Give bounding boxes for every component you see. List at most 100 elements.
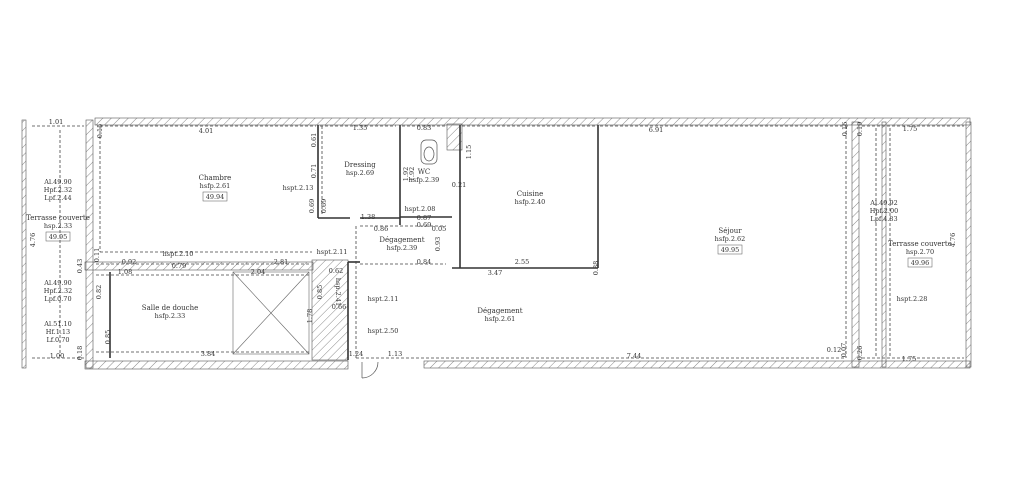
shower-tray (232, 271, 310, 355)
dimension-079: 0.79 (172, 262, 186, 270)
dimension-011: 0.11 (93, 248, 101, 262)
annotation-left-hpf2: Hpf.2.32 (44, 287, 73, 295)
annotation-left-al2: Al.49.90 (43, 279, 71, 287)
annotation-hspt-228: hspt.2.28 (897, 295, 928, 303)
interior-walls (109, 125, 599, 360)
entrance-door (361, 361, 379, 379)
exterior-walls (21, 117, 972, 370)
annotation-hspt-210: hspt.2.10 (163, 250, 194, 258)
dimension-021: 0.21 (452, 181, 466, 189)
room-terrasse-left-area: 49.95 (49, 233, 68, 241)
dimension-192a: 1.92 (402, 167, 410, 181)
room-terrasse-left-area-frame (45, 231, 71, 242)
annotation-left-al3: Al.51.10 (43, 320, 71, 328)
room-salle-de-douche-height: hsfp.2.33 (155, 312, 186, 320)
dimension-071: 0.71 (310, 164, 318, 178)
room-terrasse-left-height: hsp.2.33 (44, 222, 72, 230)
dimension-069c: 0.69 (417, 221, 431, 229)
room-wc-name: WC (418, 168, 431, 176)
room-sejour-name: Séjour (718, 227, 742, 235)
dimension-018: 0.18 (76, 346, 84, 360)
annotation-hspt-250: hspt.2.50 (368, 327, 399, 335)
dimension-092: 0.92 (122, 258, 136, 266)
dimension-088: 0.88 (592, 261, 600, 275)
dimension-108: 1.08 (118, 268, 132, 276)
toilet-icon (420, 139, 438, 165)
dimension-007: 0.07 (840, 343, 848, 357)
room-wc-height: hsfp.2.39 (409, 176, 440, 184)
dimension-691: 6.91 (649, 126, 663, 134)
room-terrasse-right-area-frame (907, 257, 933, 268)
measure-lines (32, 125, 964, 359)
dimension-083: 0.83 (417, 124, 431, 132)
dimension-069b: 0.69 (320, 199, 328, 213)
annotation-right-hpf: Hpf.2.00 (870, 207, 899, 215)
room-salle-de-douche-name: Salle de douche (142, 304, 198, 312)
dimension-061: 0.61 (310, 133, 318, 147)
dimension-113: 1.13 (388, 350, 402, 358)
room-dressing-height: hsp.2.69 (346, 169, 374, 177)
annotation-left-lpf2: Lpf.0.70 (44, 295, 71, 303)
dimension-084: 0.84 (417, 258, 431, 266)
annotation-right-al: Al.49.92 (869, 199, 897, 207)
annotation-hspt-208: hspt.2.08 (405, 205, 436, 213)
dimension-062: 0.62 (329, 267, 343, 275)
dimension-476a: 4.76 (29, 233, 37, 247)
dimension-744: 7.44 (627, 352, 641, 360)
dimension-101: 1.01 (49, 118, 63, 126)
dimension-135: 1.35 (353, 124, 367, 132)
annotation-hsp-241: hsp.2.41 (334, 278, 342, 306)
dimension-100: 1.00 (50, 352, 64, 360)
annotation-left-al1: Al.49.90 (43, 178, 71, 186)
dimension-192b: 1.92 (408, 167, 416, 181)
dimension-175b: 1.75 (902, 355, 916, 363)
dimension-082: 0.82 (95, 285, 103, 299)
annotation-hspt-213: hspt.2.13 (283, 184, 314, 192)
annotation-right-lpf: Lpf.4.83 (870, 215, 897, 223)
room-degagement-main-name: Dégagement (477, 307, 522, 315)
dimension-087: 0.87 (417, 214, 431, 222)
room-chambre-name: Chambre (199, 174, 232, 182)
room-degagement-top-name: Dégagement (379, 236, 424, 244)
room-sejour-area: 49.95 (721, 246, 740, 254)
dimension-178: 1.78 (306, 309, 314, 323)
room-dressing-name: Dressing (344, 161, 376, 169)
dimension-138: 1.38 (361, 213, 375, 221)
room-cuisine-height: hsfp.2.40 (515, 198, 546, 206)
dimension-085b: 0.85 (104, 330, 112, 344)
room-chambre-area: 49.94 (206, 193, 225, 201)
dimension-204: 2.04 (251, 268, 265, 276)
dimension-066: 0.66 (332, 303, 346, 311)
dimension-085a: 0.85 (316, 285, 324, 299)
dimension-069a: 0.69 (308, 199, 316, 213)
dimension-016: 0.16 (841, 122, 849, 136)
room-sejour-area-frame (717, 244, 743, 255)
dimension-476b: 4.76 (949, 233, 957, 247)
dimension-115: 1.15 (465, 145, 473, 159)
dimension-093: 0.93 (434, 237, 442, 251)
room-degagement-main-height: hsfp.2.61 (485, 315, 516, 323)
dimension-012: 0.12 (827, 346, 841, 354)
room-cuisine-name: Cuisine (517, 190, 544, 198)
dimension-124: 1.24 (349, 350, 363, 358)
dimension-175a: 1.75 (903, 125, 917, 133)
dimension-281: 2.81 (274, 258, 288, 266)
dimension-384: 3.84 (201, 350, 215, 358)
dimension-347: 3.47 (488, 269, 502, 277)
dimension-255: 2.55 (515, 258, 529, 266)
dimension-401: 4.01 (199, 127, 213, 135)
annotation-left-lf: Lf.0.70 (46, 336, 69, 344)
room-chambre-height: hsfp.2.61 (200, 182, 231, 190)
room-terrasse-right-name: Terrasse couverte (888, 240, 952, 248)
dimension-026: 0.26 (856, 346, 864, 360)
dimension-015a: 0.15 (96, 124, 104, 138)
dimension-043: 0.43 (76, 259, 84, 273)
annotation-hspt-211b: hspt.2.11 (368, 295, 399, 303)
annotation-left-lpf1: Lpf.2.44 (44, 194, 71, 202)
room-chambre-area-frame (202, 191, 228, 202)
annotation-left-hf: Hf.1.13 (46, 328, 70, 336)
room-degagement-top-height: hsfp.2.39 (387, 244, 418, 252)
room-terrasse-left-name: Terrasse couverte (26, 214, 90, 222)
room-sejour-height: hsfp.2.62 (715, 235, 746, 243)
